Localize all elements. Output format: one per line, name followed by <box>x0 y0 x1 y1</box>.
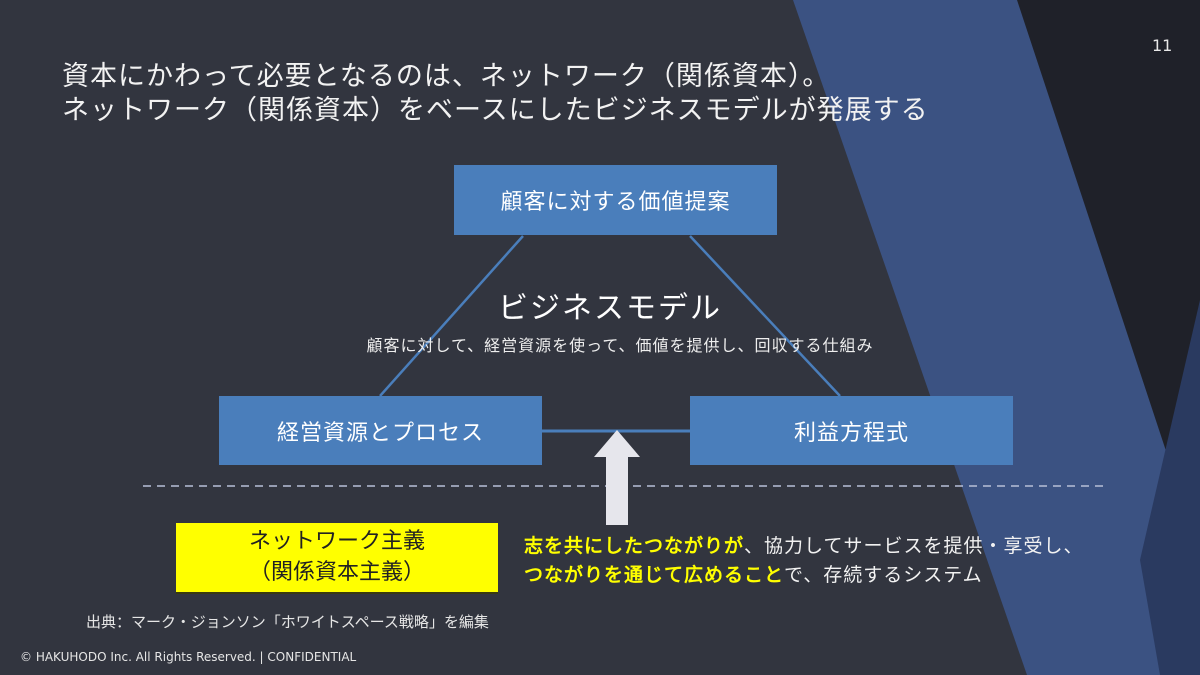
network-description: 志を共にしたつながりが、協力してサービスを提供・享受し、 つながりを通じて広める… <box>524 532 1083 590</box>
desc-text-2: で、存続するシステム <box>784 564 983 586</box>
up-arrow-icon <box>594 430 640 525</box>
desc-highlight-1: 志を共にしたつながりが <box>524 535 745 557</box>
page-number: 11 <box>1152 36 1173 55</box>
network-label-line-2: （関係資本主義） <box>248 560 425 585</box>
source-citation: 出典：マーク・ジョンソン「ホワイトスペース戦略」を編集 <box>86 613 489 631</box>
slide-title: 資本にかわって必要となるのは、ネットワーク（関係資本）。 ネットワーク（関係資本… <box>62 60 929 128</box>
copyright-footer: © HAKUHODO Inc. All Rights Reserved. | C… <box>20 650 357 664</box>
profit-formula-box: 利益方程式 <box>690 396 1013 465</box>
desc-highlight-2: つながりを通じて広めること <box>524 564 785 586</box>
network-label-box: ネットワーク主義 （関係資本主義） <box>176 523 498 592</box>
resources-process-box: 経営資源とプロセス <box>219 396 542 465</box>
value-proposition-box: 顧客に対する価値提案 <box>454 165 777 235</box>
business-model-title: ビジネスモデル <box>498 291 722 326</box>
title-line-2: ネットワーク（関係資本）をベースにしたビジネスモデルが発展する <box>62 95 929 126</box>
desc-text-1: 、協力してサービスを提供・享受し、 <box>744 535 1084 557</box>
network-label-line-1: ネットワーク主義 <box>248 529 425 554</box>
business-model-subtitle: 顧客に対して、経営資源を使って、価値を提供し、回収する仕組み <box>366 336 874 355</box>
title-line-1: 資本にかわって必要となるのは、ネットワーク（関係資本）。 <box>62 61 831 92</box>
